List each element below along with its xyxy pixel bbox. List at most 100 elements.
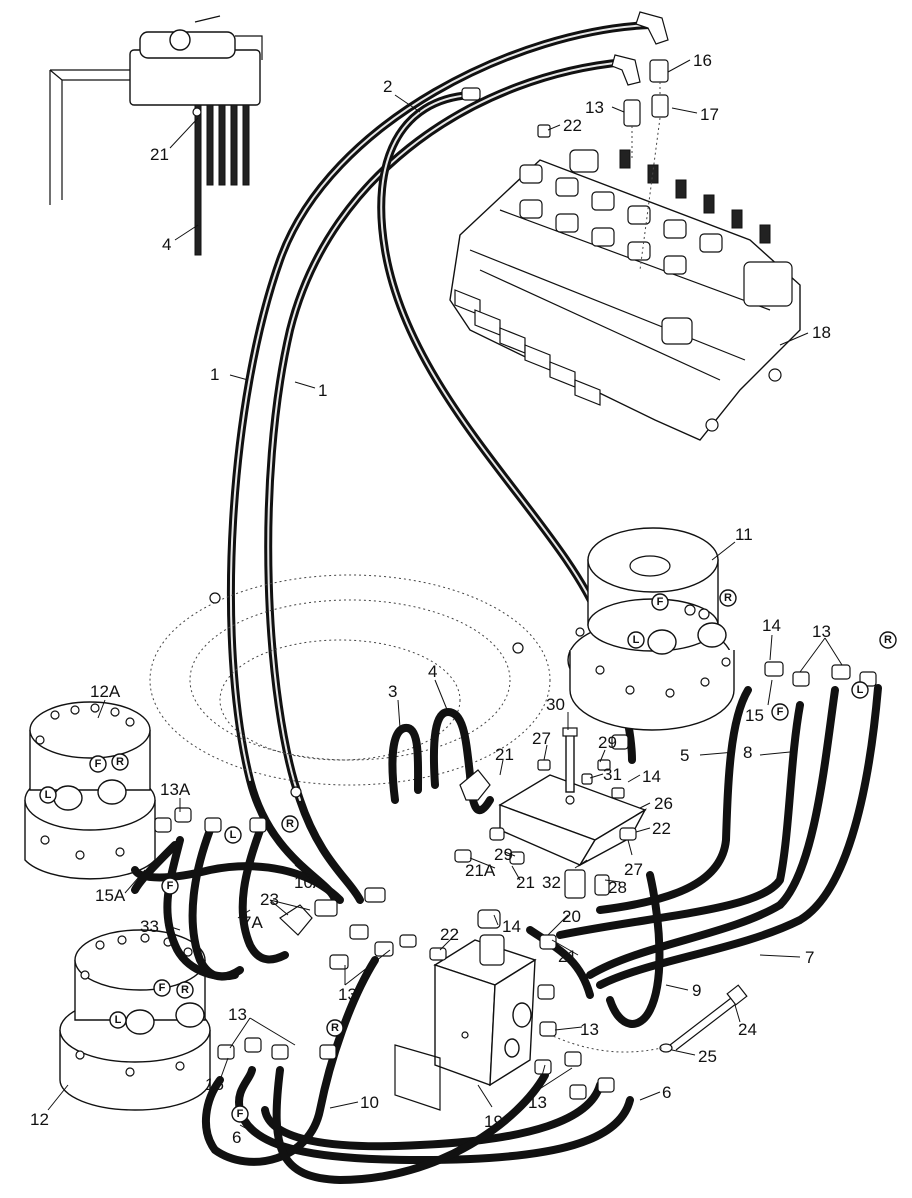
hose-3-4 [388, 708, 494, 815]
callout-18: 18 [812, 323, 831, 342]
svg-text:R: R [724, 592, 732, 604]
callout-21: 21 [150, 145, 169, 164]
svg-text:F: F [237, 1108, 244, 1120]
callout-31: 31 [603, 765, 622, 784]
valve-block-19 [394, 934, 537, 1111]
callout-13: 13 [580, 1020, 599, 1039]
callout-22: 22 [440, 925, 459, 944]
callout-13: 13 [585, 98, 604, 117]
turntable-outline [149, 574, 551, 798]
port-marker: F [231, 1105, 249, 1123]
port-markers: F R L R F L F R L L R F F R L R F [39, 589, 897, 1123]
port-marker: R [326, 1019, 344, 1037]
main-control-valve [449, 149, 801, 441]
callout-20: 20 [562, 907, 581, 926]
svg-text:F: F [159, 982, 166, 994]
port-marker: R [879, 631, 897, 649]
svg-text:F: F [777, 706, 784, 718]
callout-16: 16 [693, 51, 712, 70]
callout-3: 3 [388, 682, 397, 701]
callout-19: 19 [484, 1112, 503, 1131]
drive-motor-12 [59, 929, 211, 1111]
callout-29: 29 [598, 733, 617, 752]
port-marker: L [39, 786, 57, 804]
svg-text:R: R [286, 818, 294, 830]
callout-8: 8 [743, 743, 752, 762]
port-marker: F [153, 979, 171, 997]
hose-1a [226, 21, 654, 904]
callout-32: 32 [542, 873, 561, 892]
hose-20 [526, 926, 594, 999]
callout-22: 22 [652, 819, 671, 838]
callout-12: 12 [30, 1110, 49, 1129]
callout-17: 17 [700, 105, 719, 124]
hose-8 [556, 701, 804, 939]
callout-15A: 15A [95, 886, 126, 905]
hose-1b [264, 58, 629, 904]
drive-motor-12A [24, 701, 156, 880]
callout-4: 4 [162, 235, 171, 254]
callout-13: 13 [528, 1093, 547, 1112]
drive-motor-11 [567, 527, 735, 731]
svg-text:R: R [116, 756, 124, 768]
callout-12A: 12A [90, 682, 121, 701]
misc-fittings [154, 661, 877, 1100]
inset-valve-frame [49, 15, 263, 256]
svg-text:F: F [657, 596, 664, 608]
callout-15: 15 [205, 1075, 224, 1094]
callout-29: 29 [494, 845, 513, 864]
callout-1: 1 [318, 381, 327, 400]
callout-10: 10 [360, 1093, 379, 1112]
callout-22: 22 [563, 116, 582, 135]
elbow-fittings-top [461, 11, 669, 101]
svg-text:L: L [857, 684, 864, 696]
port-marker: L [627, 631, 645, 649]
callout-5: 5 [680, 746, 689, 765]
callout-13: 13 [338, 985, 357, 1004]
hose-6 [235, 1066, 634, 1164]
port-marker: L [224, 826, 242, 844]
hose-15A [131, 841, 179, 894]
hose-5 [596, 686, 752, 914]
svg-text:L: L [633, 634, 640, 646]
callout-24: 24 [738, 1020, 757, 1039]
callout-33: 33 [140, 917, 159, 936]
callout-13A: 13A [160, 780, 191, 799]
callout-14: 14 [642, 767, 661, 786]
callout-25: 25 [698, 1047, 717, 1066]
svg-text:F: F [95, 758, 102, 770]
svg-text:L: L [230, 829, 237, 841]
hose-7b [596, 684, 882, 989]
leader-lines [47, 59, 843, 1136]
callout-15: 15 [745, 706, 764, 725]
callout-21: 21 [558, 947, 577, 966]
svg-text:L: L [45, 789, 52, 801]
svg-text:R: R [181, 984, 189, 996]
callout-6: 6 [662, 1083, 671, 1102]
port-marker: F [161, 877, 179, 895]
callout-7: 7 [805, 948, 814, 967]
callout-9: 9 [692, 981, 701, 1000]
hose-10 [201, 956, 379, 1166]
port-marker: R [719, 589, 737, 607]
svg-text:F: F [167, 880, 174, 892]
hose-7A [188, 821, 289, 981]
port-marker: L [851, 681, 869, 699]
callout-27: 27 [532, 729, 551, 748]
callout-10A: 10A [294, 873, 325, 892]
hose-7 [586, 686, 839, 979]
svg-text:L: L [115, 1014, 122, 1026]
callout-28: 28 [608, 878, 627, 897]
fitting-stack-top [537, 59, 669, 271]
bolt-24 [539, 984, 748, 1053]
callout-27: 27 [624, 860, 643, 879]
callout-6: 6 [232, 1128, 241, 1147]
port-marker: R [176, 981, 194, 999]
port-marker: L [109, 1011, 127, 1029]
callout-7A: 7A [242, 913, 263, 932]
port-marker: R [281, 815, 299, 833]
callout-30: 30 [546, 695, 565, 714]
hose-10b [272, 1066, 549, 1184]
callout-1: 1 [210, 365, 219, 384]
